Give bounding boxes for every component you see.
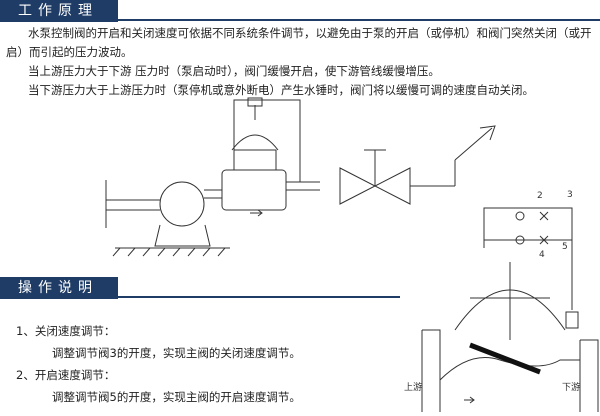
operation-steps: 1、关闭速度调节： 调整调节阀3的开度，实现主阀的关闭速度调节。 2、开启速度调… — [16, 320, 301, 408]
downstream-label: 下游 — [562, 383, 581, 393]
paragraph-3: 当下游压力大于上游压力时（泵停机或意外断电）产生水锤时，阀门将以缓慢可调的速度自… — [6, 81, 598, 100]
step-2-detail: 调整调节阀5的开度，实现主阀的开启速度调节。 — [52, 390, 301, 404]
callout-5: 5 — [562, 242, 568, 252]
upstream-label: 上游 — [404, 383, 423, 393]
header-rule — [118, 296, 400, 298]
step-1-label: 1、关闭速度调节： — [16, 324, 116, 338]
header-rule — [118, 19, 600, 21]
callout-3: 3 — [567, 190, 573, 200]
paragraph-2-text: 当上游压力大于下游 压力时（泵启动时），阀门缓慢开启，使下游管线缓慢增压。 — [28, 64, 440, 78]
section-title: 操作说明 — [0, 277, 118, 299]
section-header-working-principle: 工作原理 — [0, 0, 600, 22]
step-1-detail: 调整调节阀3的开度，实现主阀的关闭速度调节。 — [52, 346, 301, 360]
paragraph-1: 水泵控制阀的开启和关闭速度可依据不同系统条件调节，以避免由于泵的开启（或停机）和… — [6, 24, 598, 62]
paragraph-1-text: 水泵控制阀的开启和关闭速度可依据不同系统条件调节，以避免由于泵的开启（或停机）和… — [6, 26, 592, 59]
paragraph-2: 当上游压力大于下游 压力时（泵启动时），阀门缓慢开启，使下游管线缓慢增压。 — [6, 62, 598, 81]
gate-valve-icon — [339, 167, 377, 205]
section-header-operation: 操作说明 — [0, 277, 600, 299]
step-2-label: 2、开启速度调节： — [16, 368, 116, 382]
callout-4: 4 — [539, 250, 545, 260]
pump-icon — [159, 181, 205, 227]
callout-2: 2 — [537, 191, 543, 201]
paragraph-3-text: 当下游压力大于上游压力时（泵停机或意外断电）产生水锤时，阀门将以缓慢可调的速度自… — [28, 83, 534, 97]
section-title: 工作原理 — [0, 0, 118, 22]
